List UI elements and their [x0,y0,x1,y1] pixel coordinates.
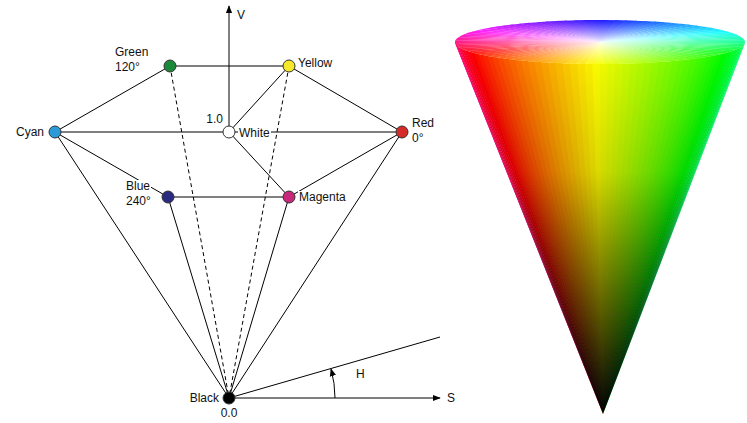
axis-or-color-label: V [236,9,246,22]
axis-or-color-label: Black [189,392,220,405]
axis-or-color-label: Blue [125,180,151,193]
axis-or-color-label: H [355,368,366,381]
color-dots [49,60,408,404]
axis-or-color-label: Cyan [15,126,45,139]
axis-or-color-label: 0.0 [220,407,239,420]
cone-top [455,20,745,64]
cone-shading [455,42,745,414]
axis-or-color-label: 0° [411,132,424,145]
hsv-cone [455,20,745,414]
axis-or-color-label: Magenta [298,191,347,204]
cone-top-white [455,20,745,64]
axis-or-color-label: Red [411,117,435,130]
axis-or-color-label: Green [114,46,149,59]
axis-or-color-label: 120° [114,61,141,74]
axis-or-color-label: White [238,127,271,140]
axis-or-color-label: S [446,392,456,405]
hexcone-lines [55,6,440,398]
axis-or-color-label: 1.0 [205,113,224,126]
axis-or-color-label: Yellow [297,57,333,70]
axis-or-color-label: 240° [125,195,152,208]
cone-front [455,41,745,414]
